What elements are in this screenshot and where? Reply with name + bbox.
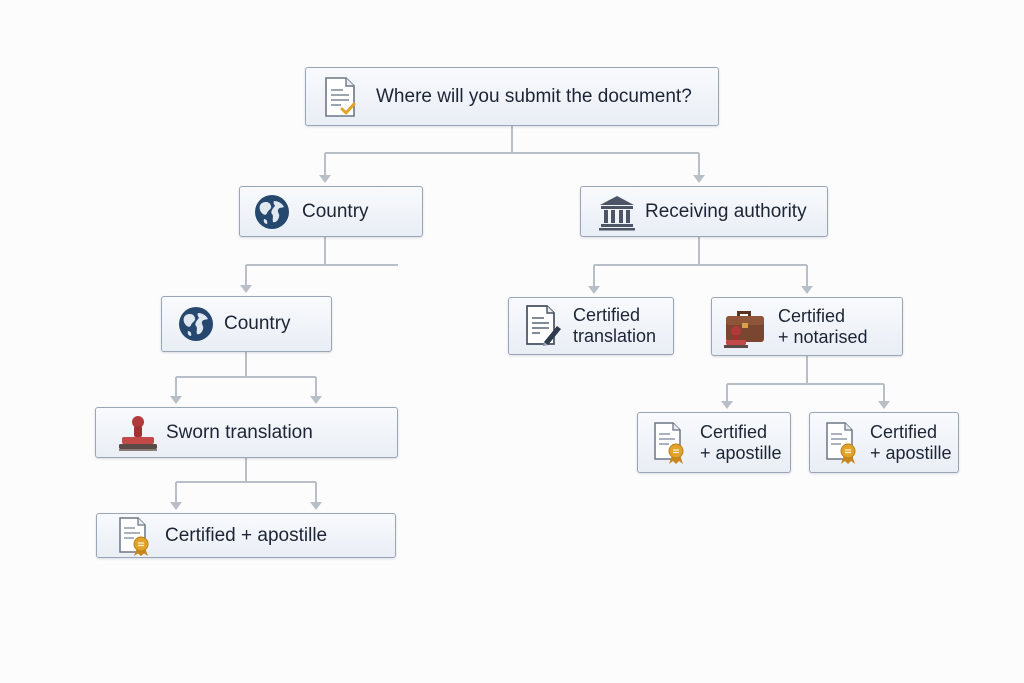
root-question-label: Where will you submit the document? xyxy=(376,85,692,107)
certified-apostille-right-line1: Certified xyxy=(870,421,938,442)
document-pen-icon xyxy=(523,303,563,349)
certified-apostille-right-line2: + apostille xyxy=(870,442,952,463)
sworn-translation-node[interactable]: Sworn translation xyxy=(95,407,398,458)
globe-icon xyxy=(252,192,292,232)
receiving-authority-label: Receiving authority xyxy=(645,200,807,222)
certified-notarised-label: Certified + notarised xyxy=(778,306,868,348)
country-label-second: Country xyxy=(224,313,291,334)
certified-translation-line1: Certified xyxy=(573,305,641,325)
arrowhead xyxy=(693,175,705,183)
certified-notarised-line1: Certified xyxy=(778,305,846,326)
briefcase-stamp-icon xyxy=(722,304,768,350)
certified-apostille-node-left[interactable]: Certified + apostille xyxy=(96,513,396,558)
certified-translation-label: Certified translation xyxy=(573,305,656,347)
country-node-second[interactable]: Country xyxy=(161,296,332,352)
certified-apostille-mid-line1: Certified xyxy=(700,421,768,442)
certified-apostille-node-mid[interactable]: Certified + apostille xyxy=(637,412,791,473)
certified-apostille-label-mid: Certified + apostille xyxy=(700,422,782,464)
certified-apostille-label-right: Certified + apostille xyxy=(870,422,952,464)
connector-country-a-stem xyxy=(324,236,398,266)
receiving-authority-node[interactable]: Receiving authority xyxy=(580,186,828,237)
rubber-stamp-icon xyxy=(116,412,160,454)
country-node-top[interactable]: Country xyxy=(239,186,423,237)
arrowhead xyxy=(170,502,182,510)
arrowhead xyxy=(319,175,331,183)
certified-notarised-line2: + notarised xyxy=(778,326,868,347)
arrowhead xyxy=(588,286,600,294)
certified-translation-node[interactable]: Certified translation xyxy=(508,297,674,355)
document-check-icon xyxy=(320,75,360,119)
arrowhead xyxy=(721,401,733,409)
certified-apostille-node-right[interactable]: Certified + apostille xyxy=(809,412,959,473)
connector-to-country-b xyxy=(245,264,325,286)
certificate-ribbon-icon xyxy=(115,515,155,557)
arrowhead xyxy=(878,401,890,409)
globe-icon xyxy=(176,304,216,344)
arrowhead xyxy=(801,286,813,294)
arrowhead xyxy=(240,285,252,293)
certified-apostille-mid-line2: + apostille xyxy=(700,442,782,463)
country-label-top: Country xyxy=(302,200,369,222)
certificate-ribbon-icon xyxy=(822,420,862,466)
certified-apostille-label-left: Certified + apostille xyxy=(165,524,328,546)
certified-notarised-node[interactable]: Certified + notarised xyxy=(711,297,903,356)
bank-building-icon xyxy=(597,192,637,232)
certificate-ribbon-icon xyxy=(650,420,690,466)
arrowhead xyxy=(310,396,322,404)
arrowhead xyxy=(170,396,182,404)
arrowhead xyxy=(310,502,322,510)
root-question-node[interactable]: Where will you submit the document? xyxy=(305,67,719,126)
sworn-translation-label: Sworn translation xyxy=(166,421,313,443)
certified-translation-line2: translation xyxy=(573,326,657,346)
